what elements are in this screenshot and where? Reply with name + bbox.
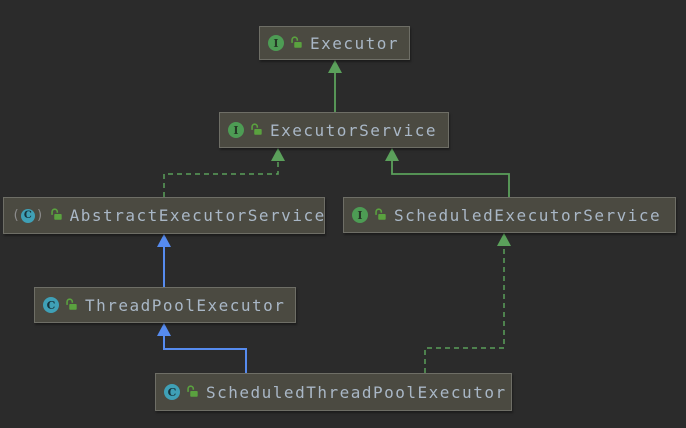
class-node-scheduled-thread-pool-executor[interactable]: C ScheduledThreadPoolExecutor	[155, 373, 512, 411]
abstract-class-icon: C	[12, 208, 44, 223]
triangle-arrowhead-icon	[385, 148, 399, 161]
triangle-arrowhead-icon	[157, 323, 171, 336]
public-lock-icon	[64, 296, 78, 315]
edge-scheduledthreadpoolexecutor-extends-threadpoolexecutor[interactable]	[157, 323, 247, 373]
public-lock-icon	[289, 34, 303, 53]
public-lock-icon	[49, 206, 63, 225]
triangle-arrowhead-icon	[497, 233, 511, 246]
node-label: Executor	[310, 33, 400, 53]
triangle-arrowhead-icon	[271, 148, 285, 161]
class-node-scheduled-executor-service[interactable]: I ScheduledExecutorService	[343, 197, 676, 233]
node-label: ThreadPoolExecutor	[85, 295, 286, 315]
class-node-thread-pool-executor[interactable]: C ThreadPoolExecutor	[34, 287, 296, 323]
edge-scheduledthreadpoolexecutor-implements-scheduledexecutorservice[interactable]	[424, 233, 511, 373]
node-label: ScheduledThreadPoolExecutor	[206, 382, 507, 402]
node-label: ScheduledExecutorService	[394, 205, 662, 225]
public-lock-icon	[373, 206, 387, 225]
class-node-abstract-executor-service[interactable]: C AbstractExecutorService	[3, 197, 325, 234]
edge-executorservice-extends-executor[interactable]	[328, 60, 342, 112]
edge-abstractexecutorservice-implements-executorservice[interactable]	[163, 148, 285, 197]
triangle-arrowhead-icon	[157, 234, 171, 247]
interface-icon: I	[228, 122, 244, 138]
edge-scheduledexecutorservice-extends-executorservice[interactable]	[385, 148, 510, 197]
class-node-executor-service[interactable]: I ExecutorService	[219, 112, 449, 148]
node-label: ExecutorService	[270, 120, 437, 140]
class-node-executor[interactable]: I Executor	[259, 26, 410, 60]
edge-line	[163, 160, 279, 197]
class-icon: C	[43, 297, 59, 313]
node-label: AbstractExecutorService	[69, 206, 326, 225]
interface-icon: I	[352, 207, 368, 223]
edge-line	[163, 335, 247, 373]
public-lock-icon	[185, 383, 199, 402]
edge-line	[391, 160, 510, 197]
edge-line	[424, 245, 505, 373]
edge-threadpoolexecutor-extends-abstractexecutorservice[interactable]	[157, 234, 171, 287]
interface-icon: I	[268, 35, 284, 51]
triangle-arrowhead-icon	[328, 60, 342, 73]
public-lock-icon	[249, 121, 263, 140]
class-icon: C	[164, 384, 180, 400]
